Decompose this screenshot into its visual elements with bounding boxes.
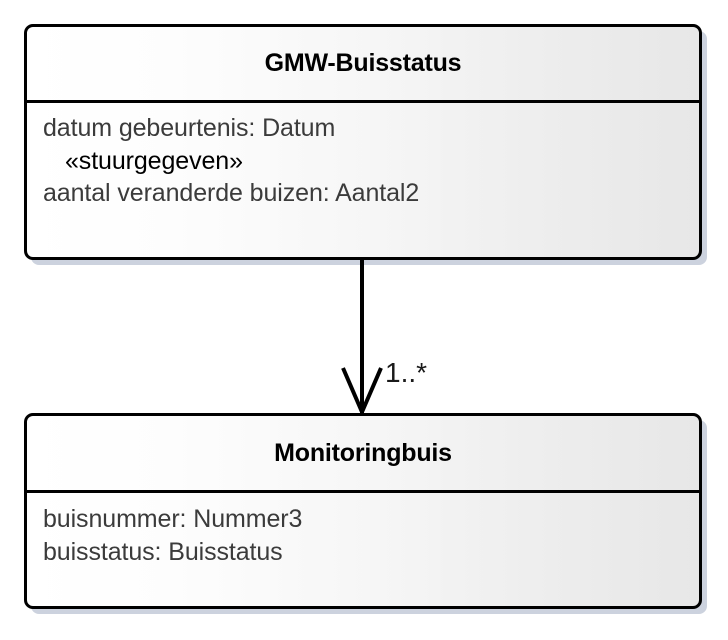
uml-attribute-aantal-veranderde-buizen: aantal veranderde buizen: Aantal2 [43,179,420,207]
uml-attribute-datum-gebeurtenis: datum gebeurtenis: Datum [43,114,336,142]
uml-attribute-buisstatus: buisstatus: Buisstatus [43,537,283,566]
uml-class-header-gmw-buisstatus: GMW-Buisstatus [27,27,699,103]
association-multiplicity-target: 1..* [385,357,428,388]
open-arrowhead-icon [341,367,383,418]
uml-class-header-monitoringbuis: Monitoringbuis [27,416,699,493]
uml-class-monitoringbuis[interactable]: Monitoringbuis buisnummer: Nummer3 buiss… [24,413,702,609]
uml-stereotype-stuurgegeven: «stuurgegeven» [65,146,243,175]
uml-attribute-compartment-monitoringbuis: buisnummer: Nummer3 buisstatus: Buisstat… [27,493,699,606]
uml-attribute-compartment-gmw-buisstatus: datum gebeurtenis: Datum «stuurgegeven» … [27,103,699,257]
uml-class-name-monitoringbuis: Monitoringbuis [274,438,452,467]
uml-class-gmw-buisstatus[interactable]: GMW-Buisstatus datum gebeurtenis: Datum … [24,24,702,260]
uml-attribute-buisnummer: buisnummer: Nummer3 [43,505,303,533]
uml-class-name-gmw-buisstatus: GMW-Buisstatus [264,49,462,77]
